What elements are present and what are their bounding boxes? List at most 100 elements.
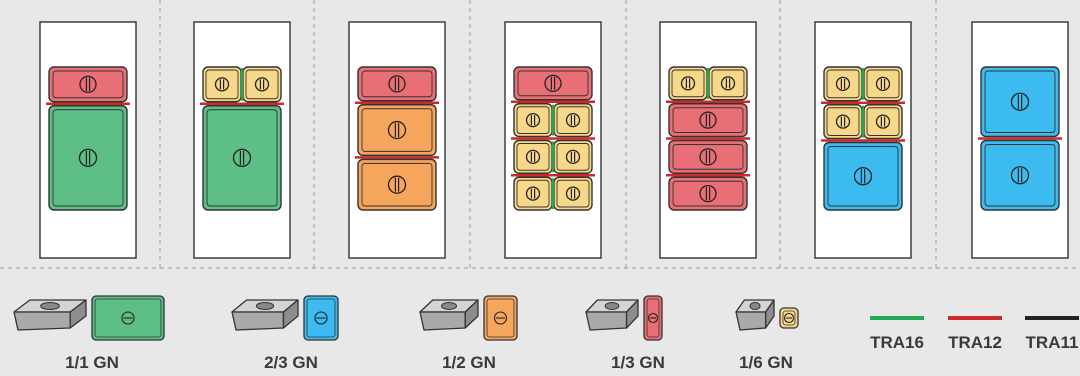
- legend-bar-tra12: TRA12: [948, 316, 1002, 352]
- handle-icon: [525, 186, 541, 201]
- pan-size-label: 1/6 GN: [739, 353, 793, 372]
- pan-inner-rim: [516, 106, 550, 134]
- pan-inner-rim: [711, 69, 745, 98]
- pan-outer: [823, 141, 903, 211]
- pan-1-6-gn: [823, 66, 863, 102]
- legend-bar-tra16: TRA16: [870, 316, 924, 352]
- pan-inner-rim: [516, 179, 550, 208]
- pan-2-3-gn: [980, 139, 1060, 211]
- pan-1-6-gn: [553, 176, 593, 211]
- tray-body: [13, 311, 71, 331]
- tray-body: [419, 311, 466, 331]
- config-6: [814, 21, 912, 259]
- handle-icon: [493, 311, 508, 325]
- lid-knob-icon: [255, 302, 275, 310]
- pan-outer: [668, 139, 748, 174]
- pan-inner-rim: [672, 144, 744, 170]
- pan-inner-rim: [984, 144, 1056, 207]
- pan-1-1-gn: [202, 105, 282, 211]
- pan-outer: [823, 66, 863, 102]
- pan-outer: [48, 66, 128, 103]
- pan-outer: [513, 139, 553, 174]
- pan-inner-rim: [52, 109, 124, 207]
- pan-1-6-gn: [863, 104, 903, 140]
- pan-size-label: 1/3 GN: [611, 353, 665, 372]
- pan-size-legend: 1/1 GN 2/3 GN 1/2 GN 1/3 GN 1/6 GN: [13, 295, 799, 372]
- handle-icon: [525, 149, 541, 165]
- pan-1-6-gn: [553, 139, 593, 174]
- handle-icon: [875, 76, 891, 92]
- pan-illustration-icon: [585, 299, 639, 331]
- pan-outer: [823, 104, 863, 140]
- pan-inner-rim: [517, 70, 589, 97]
- pan-inner-rim: [671, 69, 705, 98]
- pan-outer: [863, 66, 903, 102]
- handle-icon: [699, 111, 717, 129]
- pan-outer: [242, 66, 282, 103]
- pan-swatch-rim: [646, 298, 660, 338]
- config-2: [193, 21, 291, 259]
- bar-legend: TRA16 TRA12 TRA11: [870, 316, 1079, 352]
- pan-1-3-gn: [668, 176, 748, 211]
- pan-1-3-gn: [357, 66, 437, 102]
- pan-outer: [668, 176, 748, 211]
- pan-1-6-gn: [513, 103, 553, 138]
- tray-side: [764, 299, 775, 329]
- config-1: [39, 21, 137, 259]
- pan-swatch-rim: [306, 298, 336, 338]
- pan-inner-rim: [245, 69, 279, 100]
- pan-inner-rim: [827, 146, 899, 207]
- pan-swatch-rim: [782, 310, 796, 326]
- config-4: [504, 21, 602, 259]
- pan-outer: [357, 158, 437, 211]
- pan-1-6-gn: [863, 66, 903, 102]
- pan-inner-rim: [984, 70, 1056, 133]
- handle-icon: [544, 74, 562, 93]
- pan-1-3-gn: [513, 66, 593, 101]
- pan-outer: [513, 176, 553, 211]
- lid-knob-icon: [40, 302, 60, 310]
- pan-outer: [668, 103, 748, 138]
- tray-side: [69, 299, 87, 329]
- handle-icon: [232, 148, 252, 168]
- bar-label: TRA12: [948, 333, 1002, 352]
- pan-inner-rim: [826, 69, 860, 99]
- pan-size-label: 1/1 GN: [65, 353, 119, 372]
- legend-item-1-3: 1/3 GN: [585, 295, 665, 372]
- tray-body: [735, 311, 767, 331]
- pan-outer: [980, 66, 1060, 138]
- pan-illustration-icon: [419, 299, 479, 331]
- pan-size-label: 1/2 GN: [442, 353, 496, 372]
- pan-1-3-gn: [48, 66, 128, 103]
- bar-label: TRA11: [1026, 333, 1079, 352]
- handle-icon: [1010, 166, 1030, 185]
- handle-icon: [565, 149, 581, 165]
- pan-inner-rim: [361, 70, 433, 98]
- handle-icon: [1010, 92, 1030, 111]
- pan-1-3-gn: [668, 103, 748, 138]
- pan-illustration-icon: [735, 299, 775, 331]
- bar-label: TRA16: [870, 333, 924, 352]
- pan-1-2-gn: [357, 104, 437, 157]
- pan-outer: [553, 103, 593, 138]
- pan-1-3-gn: [668, 139, 748, 174]
- handle-icon: [699, 184, 717, 203]
- pan-inner-rim: [206, 109, 278, 207]
- pan-inner-rim: [52, 70, 124, 99]
- pan-inner-rim: [866, 107, 900, 136]
- handle-icon: [720, 76, 736, 91]
- pan-inner-rim: [556, 179, 590, 208]
- pan-inner-rim: [361, 162, 433, 207]
- handle-icon: [254, 77, 270, 92]
- pan-illustration-icon: [231, 299, 299, 331]
- pan-outer: [863, 104, 903, 140]
- pan-2-3-gn: [980, 66, 1060, 138]
- pan-size-label: 2/3 GN: [264, 353, 318, 372]
- legend-item-1-6: 1/6 GN: [735, 299, 799, 372]
- handle-icon: [79, 75, 97, 94]
- pan-swatch-rim: [94, 298, 162, 338]
- lid-knob-icon: [749, 302, 761, 310]
- pan-illustration-icon: [13, 299, 87, 331]
